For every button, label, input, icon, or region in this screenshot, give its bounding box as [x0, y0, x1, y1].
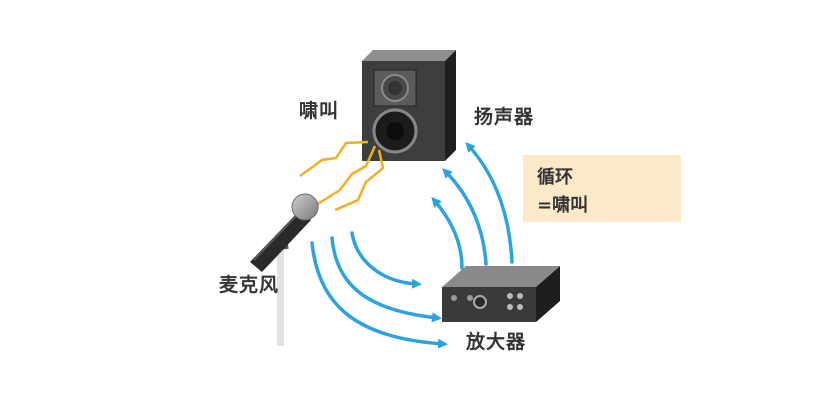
loop-note-line1: 循环	[537, 167, 573, 188]
howl-lightning	[299, 140, 385, 212]
loop-note-box: 循环 =啸叫	[523, 155, 681, 222]
microphone	[250, 193, 319, 346]
microphone-label: 麦克风	[219, 274, 280, 296]
amplifier	[442, 266, 560, 322]
amplifier-label: 放大器	[466, 331, 527, 353]
speaker	[362, 50, 456, 161]
feedback-arrows	[310, 142, 514, 349]
loop-note-line2: =啸叫	[537, 195, 589, 216]
speaker-label: 扬声器	[474, 106, 535, 128]
howl-label: 啸叫	[299, 100, 340, 122]
